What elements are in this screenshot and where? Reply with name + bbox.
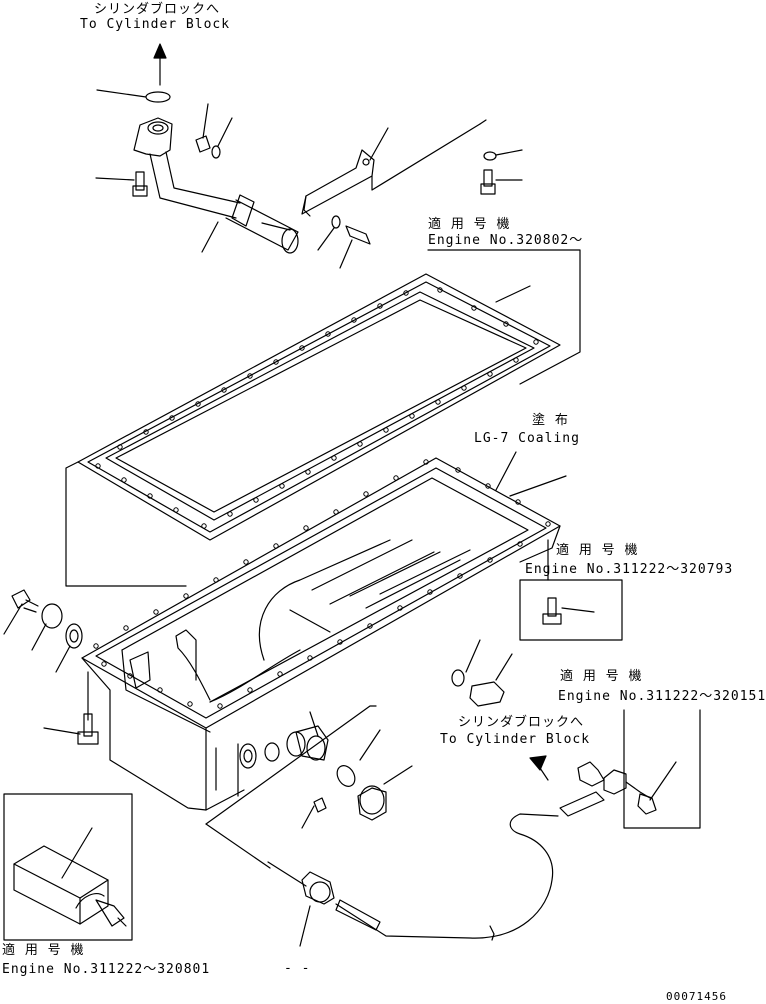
gasket-frame: [65, 249, 581, 587]
mid-label-en: To Cylinder Block: [440, 732, 591, 747]
top-arrow: [153, 43, 167, 86]
document-number: 00071456: [666, 990, 727, 1003]
suction-pipe: [133, 117, 299, 254]
oil-pan-gasket: [77, 273, 561, 541]
oil-pan-flange-holes: [93, 459, 551, 709]
pipe-nut-washer: [195, 103, 233, 159]
plug-washer-bolt: [451, 639, 513, 707]
top-label-en: To Cylinder Block: [80, 17, 231, 32]
pipe-bolt-left: [95, 171, 148, 197]
dash-mark: - -: [284, 961, 311, 976]
right1-label-en: Engine No.311222～320793: [525, 562, 734, 577]
gasket-leader: [495, 285, 531, 303]
top-label-jp: シリンダブロックへ: [94, 2, 221, 17]
right1-label-jp: 適 用 号 機: [556, 543, 639, 558]
sensor-cable: [205, 705, 559, 947]
pan-bolt-bottom-left: [43, 671, 99, 745]
drain-fittings: [239, 711, 413, 829]
frame-320151: [529, 709, 701, 829]
frame-320793: [519, 539, 623, 641]
gasket-label-jp: 適 用 号 機: [428, 217, 511, 232]
coating-label-jp: 塗 布: [532, 413, 569, 428]
oil-pan: [81, 457, 561, 811]
pan-leader: [509, 475, 567, 497]
coating-label-en: LG-7 Coaling: [474, 431, 580, 446]
inset-label-en: Engine No.311222～320801: [2, 962, 211, 977]
mid-label-jp: シリンダブロックへ: [458, 715, 585, 730]
coating-leader: [495, 451, 517, 491]
gasket-label-en: Engine No.320802～: [428, 233, 584, 248]
left-bolts: [3, 589, 83, 673]
bracket-washer-bolt: [317, 149, 523, 269]
right2-label-jp: 適 用 号 機: [560, 669, 643, 684]
inset-label-jp: 適 用 号 機: [2, 943, 85, 958]
gasket-holes: [95, 287, 539, 529]
pipe-bracket: [301, 119, 487, 217]
inset-sensor-box: [3, 793, 133, 941]
right2-label-en: Engine No.311222～320151: [558, 689, 766, 704]
o-ring-top: [96, 89, 171, 103]
